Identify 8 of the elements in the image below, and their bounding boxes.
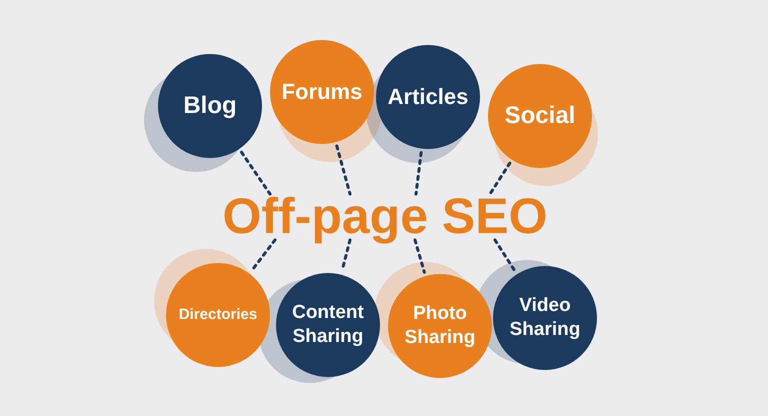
dotted-connector (240, 150, 272, 196)
dotted-connector (250, 238, 276, 272)
dotted-connector (335, 144, 352, 196)
dotted-connector (414, 238, 426, 274)
dotted-connector (488, 162, 512, 196)
dotted-connector (414, 151, 423, 196)
dotted-connector (494, 238, 516, 272)
central-title: Off-page SEO (200, 190, 570, 242)
